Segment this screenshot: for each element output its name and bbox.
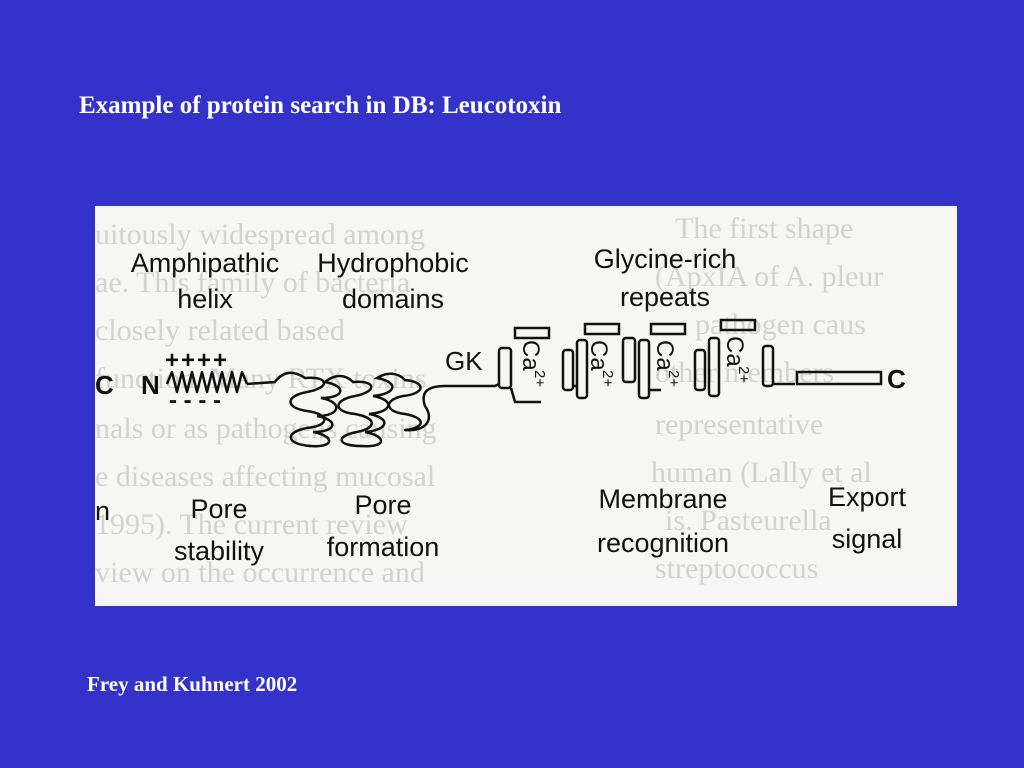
calcium-site-4: Ca 2+	[721, 336, 752, 383]
gk-label: GK	[445, 346, 483, 376]
background-text-line: pathogen caus	[695, 308, 866, 341]
label-hydrophobic-domains-line2: domains	[342, 284, 444, 314]
background-text-line: e diseases affecting mucosal	[95, 460, 435, 493]
label-glycine-rich-repeats-line1: Glycine-rich	[594, 244, 737, 274]
linker-line	[404, 382, 500, 432]
hydrophobic-domains-shape	[289, 372, 422, 448]
leucotoxin-domain-figure: uitously widespread among ae. This famil…	[95, 206, 957, 606]
amphipathic-helix-zigzag	[165, 370, 249, 394]
label-pore-stability-line2: stability	[174, 536, 265, 566]
calcium-site-3: Ca 2+	[651, 340, 682, 387]
left-edge-c: C	[95, 370, 114, 400]
background-text-line: uitously widespread among	[95, 218, 425, 251]
left-edge-n: n	[95, 496, 110, 526]
label-export-signal-line2: signal	[832, 524, 903, 554]
background-text-line: ae. This family of bacteria	[95, 266, 410, 299]
calcium-label: Ca	[517, 340, 544, 371]
background-text-line: is. Pasteurella	[665, 504, 832, 537]
label-hydrophobic-domains-line1: Hydrophobic	[317, 248, 469, 278]
background-text-right: The first shape (ApxIA of A. pleur patho…	[651, 212, 883, 585]
background-text-line: nals or as pathogens causing	[95, 412, 437, 445]
glycine-rich-repeats-shape	[497, 318, 795, 404]
calcium-site-1: Ca 2+	[517, 340, 548, 387]
calcium-label: Ca	[585, 340, 612, 371]
background-text-line: representative	[655, 408, 823, 441]
calcium-site-2: Ca 2+	[585, 340, 616, 387]
n-terminus-label: N	[141, 370, 160, 400]
calcium-charge: 2+	[599, 370, 616, 387]
background-text-line: The first shape	[675, 212, 853, 245]
calcium-label: Ca	[651, 340, 678, 371]
calcium-charge: 2+	[665, 370, 682, 387]
calcium-label: Ca	[721, 336, 748, 367]
label-amphipathic-helix-line2: helix	[177, 284, 233, 314]
slide-title: Example of protein search in DB: Leucoto…	[79, 92, 562, 119]
label-export-signal-line1: Export	[828, 482, 907, 512]
backbone-line	[246, 371, 306, 386]
label-pore-stability-line1: Pore	[190, 494, 247, 524]
calcium-charge: 2+	[531, 370, 548, 387]
background-text-left: uitously widespread among ae. This famil…	[95, 218, 437, 589]
calcium-charge: 2+	[735, 366, 752, 383]
leucotoxin-domain-diagram: uitously widespread among ae. This famil…	[95, 212, 907, 589]
label-glycine-rich-repeats-line2: repeats	[620, 282, 710, 312]
background-text-line: human (Lally et al	[651, 456, 872, 489]
label-membrane-recognition-line2: recognition	[597, 528, 729, 558]
background-text-line: (ApxIA of A. pleur	[655, 260, 883, 293]
c-terminus-label: C	[887, 364, 906, 394]
positive-charges: ++++	[165, 347, 229, 374]
label-pore-formation-line1: Pore	[354, 490, 411, 520]
background-text-line: 1995). The current review	[95, 508, 408, 541]
background-text-line: streptococcus	[655, 552, 818, 585]
citation: Frey and Kuhnert 2002	[87, 672, 298, 696]
label-pore-formation-line2: formation	[327, 532, 440, 562]
background-text-line: view on the occurrence and	[95, 556, 425, 589]
label-membrane-recognition-line1: Membrane	[598, 484, 727, 514]
background-text-line: closely related based	[95, 314, 345, 347]
label-amphipathic-helix-line1: Amphipathic	[131, 248, 280, 278]
export-signal-segment	[795, 370, 883, 386]
